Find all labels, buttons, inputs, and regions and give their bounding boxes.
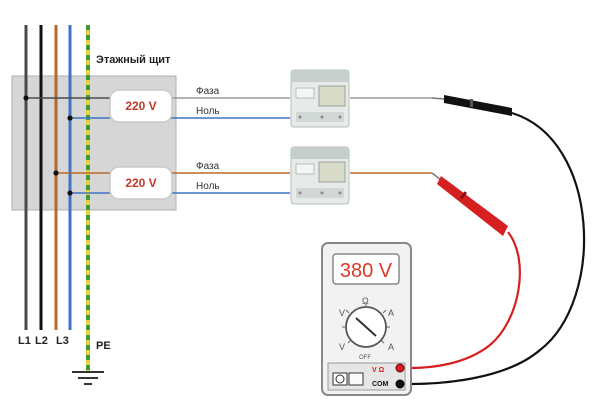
- multimeter-display: 380 V: [340, 260, 393, 282]
- junction-dot: [67, 190, 73, 196]
- dial-mark-ohm: Ω: [362, 296, 369, 306]
- label-pe: PE: [96, 340, 111, 352]
- dial-mark-v-left: V: [339, 308, 345, 318]
- junction-dot: [67, 115, 73, 121]
- meter-icon: [290, 69, 350, 128]
- panel-title: Этажный щит: [96, 54, 171, 66]
- red-probe[interactable]: [431, 172, 508, 236]
- label-l1: L1: [18, 335, 31, 347]
- port-com-jack[interactable]: [395, 379, 405, 389]
- black-test-lead: [409, 111, 586, 386]
- dial-icon[interactable]: [342, 302, 390, 348]
- red-test-lead: [409, 231, 521, 370]
- circuit2-neutral-label: Ноль: [196, 181, 220, 192]
- black-probe[interactable]: [431, 95, 512, 116]
- label-l2: L2: [35, 335, 48, 347]
- port-vohm-jack[interactable]: [395, 363, 405, 373]
- dial-mark-a-lower: A: [388, 342, 394, 352]
- voltage-badge-2-text: 220 V: [125, 176, 156, 190]
- voltage-badge-1: 220 V: [109, 89, 173, 123]
- circuit1-phase-label: Фаза: [196, 86, 220, 97]
- circuit1-neutral-label: Ноль: [196, 106, 220, 117]
- label-l3: L3: [56, 335, 69, 347]
- circuit2-phase-label: Фаза: [196, 161, 220, 172]
- voltage-badge-1-text: 220 V: [125, 99, 156, 113]
- dial-mark-a-right: A: [388, 308, 394, 318]
- port-com-label: COM: [372, 381, 389, 388]
- junction-dot: [53, 170, 59, 176]
- camera-icon: [332, 372, 348, 386]
- port-vohm-label: V Ω: [372, 367, 385, 374]
- dial-mark-v-lower: V: [339, 342, 345, 352]
- meter-icon: [290, 146, 350, 205]
- voltage-badge-2: 220 V: [109, 166, 173, 200]
- ground-icon: [72, 371, 104, 385]
- multimeter: 380 V Ω V A V A OFF V Ω: [321, 242, 412, 396]
- junction-dot: [23, 95, 29, 101]
- dial-mark-off: OFF: [359, 355, 371, 361]
